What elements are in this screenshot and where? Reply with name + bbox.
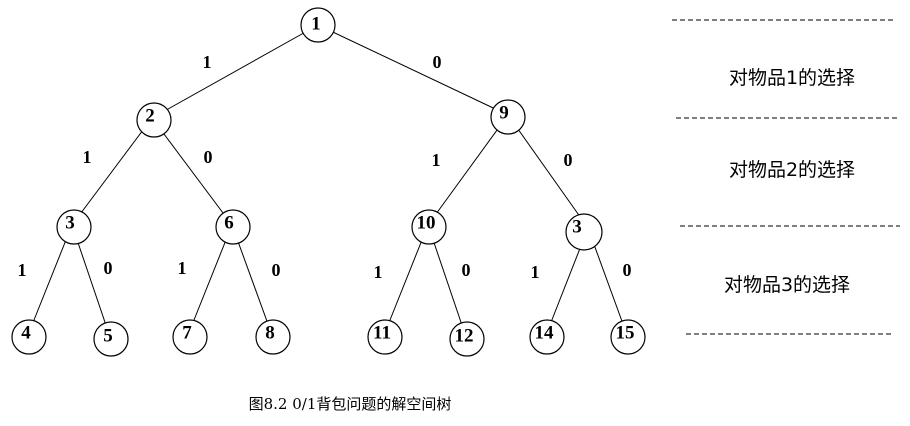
- tree-edges: [27, 24, 628, 338]
- svg-text:2: 2: [145, 106, 155, 127]
- edge-label: 1: [178, 258, 187, 278]
- svg-text:3: 3: [65, 213, 75, 234]
- tree-node: 2: [136, 102, 172, 138]
- tree-node: 10: [411, 209, 447, 245]
- svg-text:6: 6: [224, 213, 234, 234]
- edge-label: 0: [272, 260, 281, 280]
- tree-node: 5: [93, 321, 129, 357]
- tree-node: 8: [255, 319, 291, 355]
- svg-text:5: 5: [103, 326, 113, 347]
- edge-label: 0: [104, 258, 113, 278]
- edge-label: 0: [623, 260, 632, 280]
- tree-node: 9: [490, 99, 526, 135]
- tree-nodes: 1 2 9 3 6 10 3 4 5 7 8 11 12 14 15: [11, 7, 646, 357]
- svg-text:8: 8: [265, 323, 275, 344]
- level-label: 对物品3的选择: [724, 274, 850, 296]
- figure-caption: 图8.2 0/1背包问题的解空间树: [249, 395, 452, 413]
- svg-text:1: 1: [311, 14, 321, 35]
- tree-node: 7: [172, 319, 208, 355]
- svg-text:4: 4: [21, 323, 31, 344]
- tree-node: 6: [215, 209, 251, 245]
- tree-node: 3: [565, 213, 603, 251]
- edge-label: 1: [374, 262, 383, 282]
- edge-label: 1: [83, 147, 92, 167]
- level-separators: [672, 19, 900, 335]
- edge-label: 1: [18, 260, 27, 280]
- edge-label: 1: [531, 262, 540, 282]
- level-labels: 对物品1的选择 对物品2的选择 对物品3的选择: [724, 67, 855, 296]
- tree-node: 14: [529, 319, 565, 355]
- edge-label: 0: [462, 260, 471, 280]
- edge-label: 0: [564, 150, 573, 170]
- svg-text:12: 12: [455, 326, 474, 347]
- tree-node: 11: [367, 319, 403, 355]
- edge-label: 0: [433, 52, 442, 72]
- tree-node: 12: [449, 321, 485, 357]
- edge-label: 1: [203, 52, 212, 72]
- level-label: 对物品1的选择: [729, 67, 855, 89]
- tree-node: 1: [300, 7, 336, 43]
- edge-label: 1: [432, 150, 441, 170]
- svg-text:15: 15: [616, 323, 635, 344]
- svg-text:10: 10: [417, 213, 436, 234]
- svg-text:9: 9: [499, 103, 509, 124]
- tree-node: 3: [56, 209, 92, 245]
- tree-node: 4: [11, 319, 47, 355]
- svg-text:14: 14: [535, 323, 555, 344]
- svg-text:11: 11: [373, 323, 391, 344]
- level-label: 对物品2的选择: [729, 159, 855, 181]
- svg-text:3: 3: [572, 217, 582, 238]
- tree-node: 15: [610, 319, 646, 355]
- edge-labels: 1 0 1 0 1 0 1 0 1 0 1 0 1 0: [18, 52, 632, 282]
- svg-text:7: 7: [182, 323, 192, 344]
- edge-label: 0: [204, 147, 213, 167]
